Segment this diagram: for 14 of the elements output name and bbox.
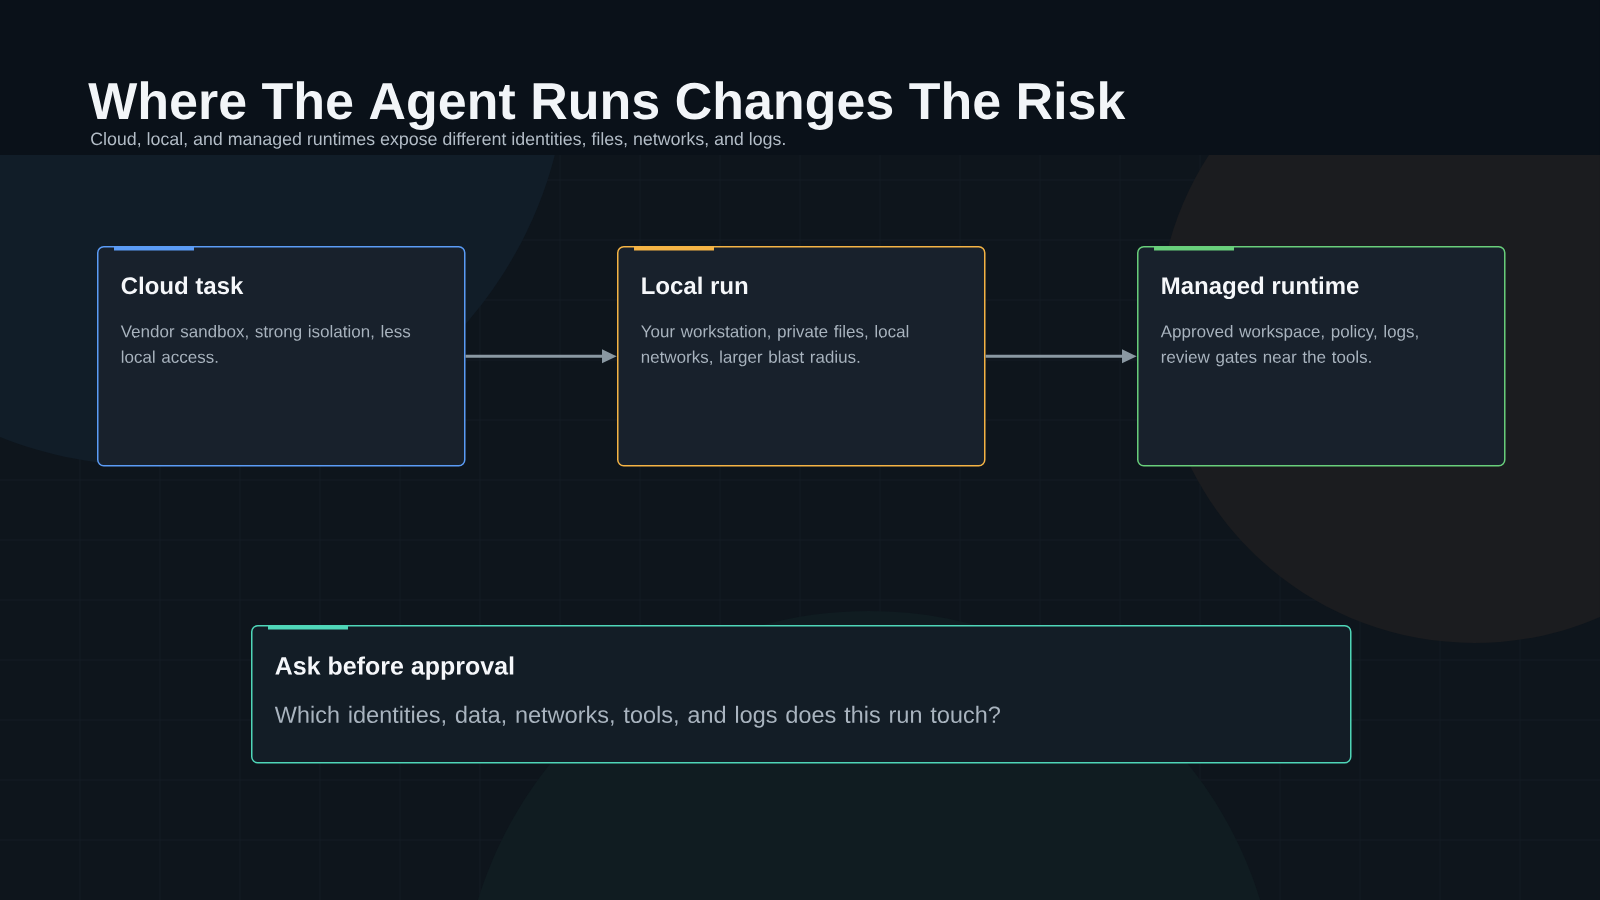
card-text: Vendor sandbox, strong isolation, less local access. [120,324,411,363]
card-title: Ask before approval [275,656,514,680]
card-title: Managed runtime [1162,276,1359,300]
card [251,625,1352,764]
card [617,246,986,467]
card-title: Local run [642,276,748,295]
card-text: Which identities, data, networks, tools, and logs does this run touch? [274,705,1000,728]
card-text: Your workstation, private files, local networks, larger blast radius. [641,324,909,367]
card [97,246,466,467]
card [1137,246,1506,467]
title: Where The Agent Runs Changes The Risk [88,81,1126,131]
card-text: Approved workspace, policy, logs, review gates near the tools. [1160,324,1418,367]
subtitle: Cloud, local, and managed runtimes expose different identities, files, networks, and logs. [91,132,785,149]
card-title: Cloud task [121,276,244,295]
